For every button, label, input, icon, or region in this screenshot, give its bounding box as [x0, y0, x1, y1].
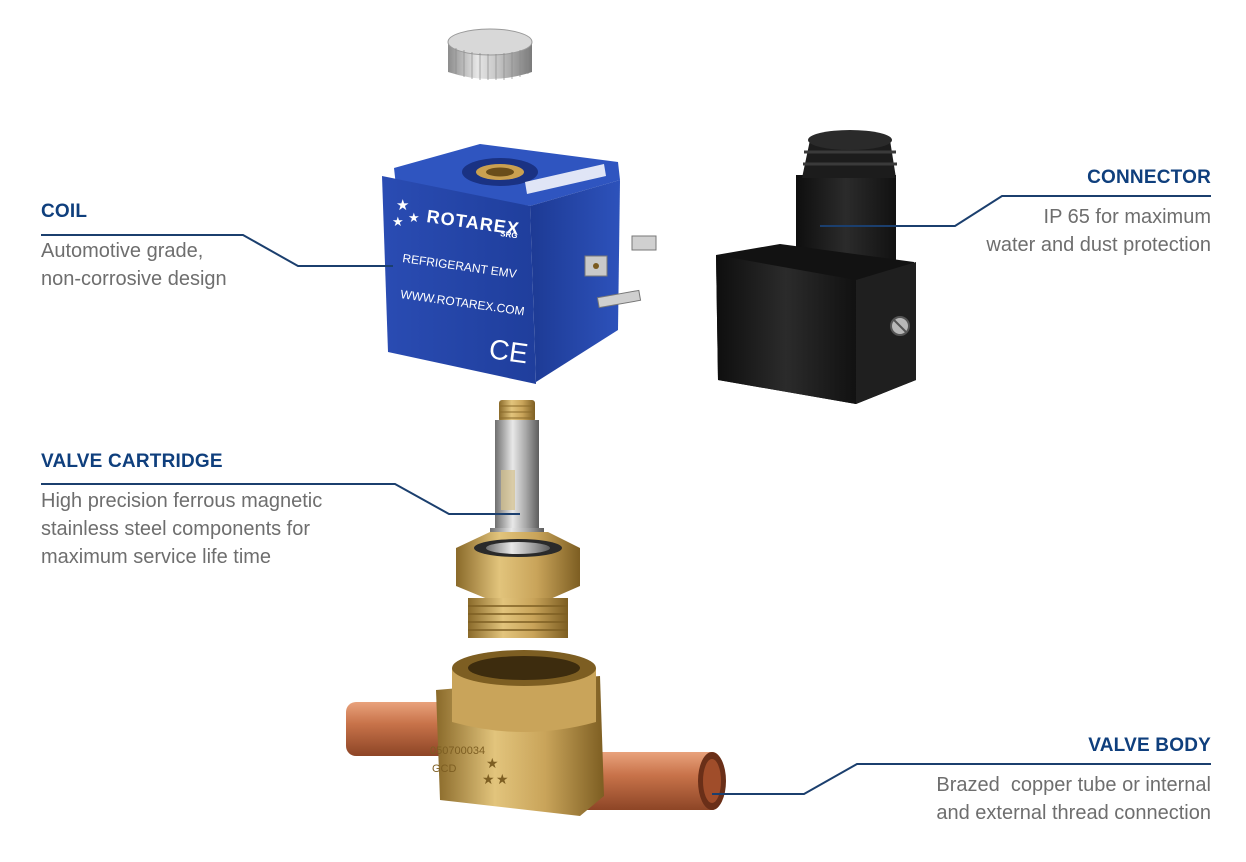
- coil-description-line: Automotive grade,: [41, 240, 204, 262]
- svg-text:★: ★: [486, 755, 499, 771]
- coil-title: COIL: [41, 201, 88, 222]
- connector-callout: CONNECTOR IP 65 for maximum water and du…: [986, 167, 1211, 259]
- cartridge-description-line: maximum service life time: [41, 546, 272, 568]
- valve-body-callout: VALVE BODY Brazed copper tube or interna…: [936, 735, 1211, 827]
- valve-body-title: VALVE BODY: [1088, 735, 1211, 756]
- svg-text:★: ★: [392, 214, 404, 229]
- svg-text:★: ★: [408, 210, 420, 225]
- coil-body: ★ ★ ★ ROTAREX SRG REFRIGERANT EMV WWW.RO…: [382, 144, 657, 384]
- valve-body-description-line: Brazed copper tube or internal: [936, 774, 1211, 796]
- knurled-cap: [447, 28, 533, 80]
- connector-description-line: water and dust protection: [986, 234, 1211, 256]
- connector-title: CONNECTOR: [1087, 167, 1211, 188]
- svg-text:★: ★: [482, 771, 495, 787]
- valve-cartridge: [456, 400, 580, 638]
- coil-brand-sub: SRG: [500, 229, 518, 240]
- cartridge-description-line: stainless steel components for: [41, 518, 311, 540]
- cartridge-leader-line: [41, 483, 520, 515]
- ce-mark: CE: [487, 333, 530, 369]
- connector-description-line: IP 65 for maximum: [1043, 206, 1211, 228]
- coil-description-line: non-corrosive design: [41, 268, 227, 290]
- cartridge-title: VALVE CARTRIDGE: [41, 451, 223, 472]
- body-leader-line: [712, 763, 1211, 795]
- cartridge-description-line: High precision ferrous magnetic: [41, 490, 323, 512]
- coil-leader-line: [41, 234, 393, 267]
- valve-body-description-line: and external thread connection: [936, 802, 1211, 824]
- svg-text:★: ★: [396, 197, 409, 214]
- connector-leader-line: [820, 195, 1211, 227]
- body-engraving-1: 050700034: [430, 745, 485, 757]
- coil-callout: COIL Automotive grade, non-corrosive des…: [41, 201, 227, 293]
- svg-text:★: ★: [496, 771, 509, 787]
- body-engraving-2: GCD: [432, 763, 457, 775]
- cartridge-callout: VALVE CARTRIDGE High precision ferrous m…: [41, 451, 322, 571]
- connector-plug: [716, 130, 916, 404]
- valve-body-part: 050700034 GCD ★ ★ ★: [346, 650, 726, 816]
